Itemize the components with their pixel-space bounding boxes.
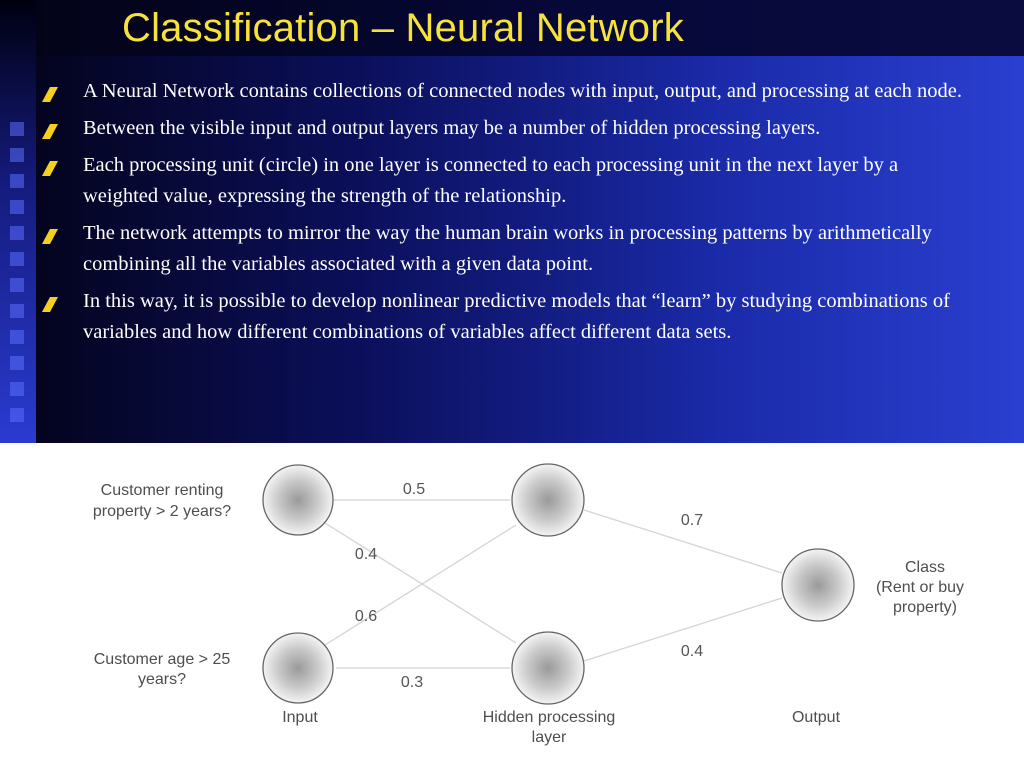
output-label-line1: Class [905, 559, 945, 576]
slide-background [0, 0, 1024, 443]
weight-hidden1-output: 0.7 [681, 512, 703, 529]
output-label-line3: property) [893, 599, 957, 616]
bullet-marker-icon [42, 161, 58, 176]
bullet-marker-icon [42, 124, 58, 139]
bullet-item: Between the visible input and output lay… [42, 113, 974, 144]
title-band [0, 0, 1024, 56]
bullet-item: A Neural Network contains collections of… [42, 76, 974, 107]
left-decor-stripe [0, 0, 36, 443]
output-label-line2: (Rent or buy [876, 579, 964, 596]
decor-square [10, 408, 24, 422]
edge-input1-hidden2 [324, 522, 517, 644]
decor-square [10, 226, 24, 240]
decor-square [10, 356, 24, 370]
decor-square [10, 174, 24, 188]
input-label-renting-line1: Customer renting [101, 482, 224, 499]
input-node-age [262, 632, 334, 704]
bullet-text: Each processing unit (circle) in one lay… [83, 154, 899, 207]
edge-input2-hidden1 [324, 524, 517, 646]
bullet-item: In this way, it is possible to develop n… [42, 286, 974, 348]
weight-input1-hidden1: 0.5 [403, 481, 425, 498]
input-label-age-line1: Customer age > 25 [94, 651, 231, 668]
weight-input1-hidden2: 0.4 [355, 546, 377, 563]
bullet-list: A Neural Network contains collections of… [42, 76, 974, 354]
decor-square [10, 122, 24, 136]
bullet-marker-icon [42, 297, 58, 312]
bullet-item: The network attempts to mirror the way t… [42, 218, 974, 280]
weight-hidden2-output: 0.4 [681, 643, 703, 660]
input-label-renting-line2: property > 2 years? [93, 503, 231, 520]
bullet-item: Each processing unit (circle) in one lay… [42, 150, 974, 212]
bullet-text: The network attempts to mirror the way t… [83, 222, 932, 275]
layer-label-hidden-line1: Hidden processing [483, 709, 616, 726]
edge-hidden1-output [583, 509, 783, 574]
input-label-age-line2: years? [138, 671, 186, 688]
bullet-marker-icon [42, 87, 58, 102]
decor-square [10, 252, 24, 266]
decor-square [10, 382, 24, 396]
input-node-renting [262, 464, 334, 536]
decor-square [10, 304, 24, 318]
neural-network-diagram: Customer renting property > 2 years? Cus… [0, 443, 1024, 768]
weight-input2-hidden2: 0.3 [401, 674, 423, 691]
layer-label-input: Input [282, 709, 318, 726]
bullet-text: In this way, it is possible to develop n… [83, 290, 950, 343]
diagram-canvas: Customer renting property > 2 years? Cus… [93, 463, 964, 746]
decor-square [10, 148, 24, 162]
layer-label-hidden-line2: layer [532, 729, 567, 746]
edge-hidden2-output [583, 597, 783, 662]
output-node [781, 548, 855, 622]
bullet-marker-icon [42, 229, 58, 244]
decor-square [10, 200, 24, 214]
bullet-text: Between the visible input and output lay… [83, 117, 821, 139]
decor-square [10, 330, 24, 344]
bullet-text: A Neural Network contains collections of… [83, 80, 962, 102]
slide-title: Classification – Neural Network [122, 6, 684, 50]
decor-square [10, 278, 24, 292]
hidden-node-1 [511, 463, 585, 537]
hidden-node-2 [511, 631, 585, 705]
layer-label-output: Output [792, 709, 841, 726]
weight-input2-hidden1: 0.6 [355, 608, 377, 625]
